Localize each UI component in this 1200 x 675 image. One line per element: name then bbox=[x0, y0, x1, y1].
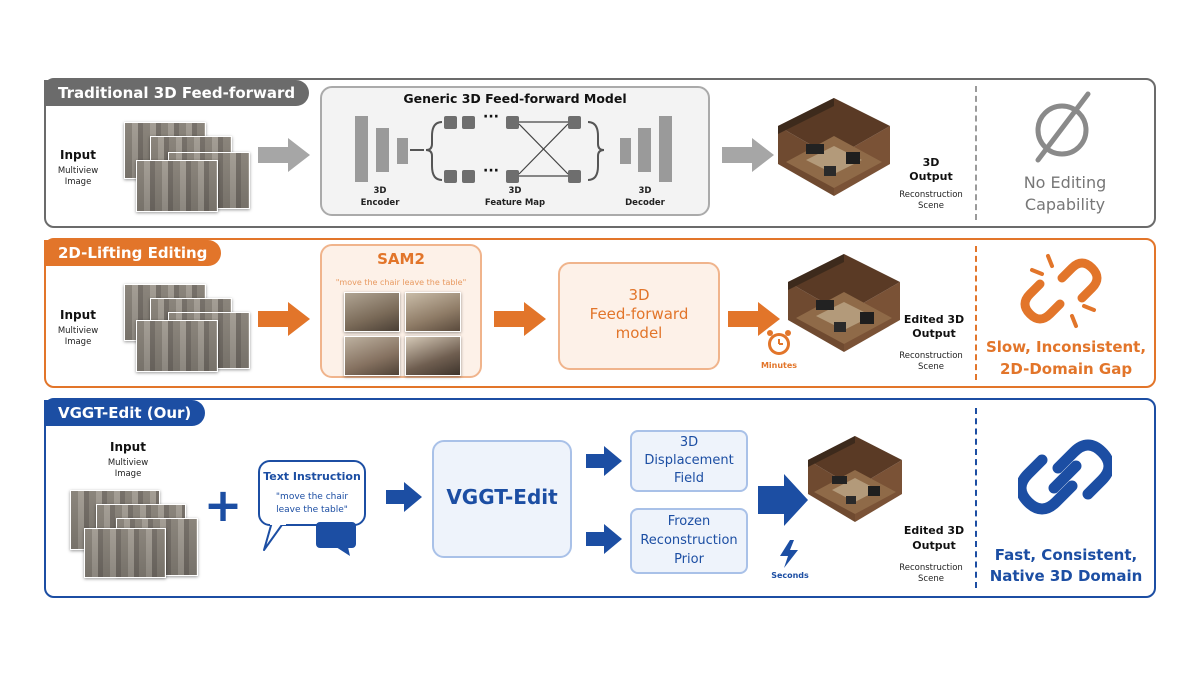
decoder-l2: Decoder bbox=[625, 198, 665, 208]
arrow-3b bbox=[586, 446, 622, 476]
alarm-clock-icon bbox=[767, 330, 791, 355]
displacement-box bbox=[630, 430, 748, 492]
input-title-2: Input bbox=[60, 308, 96, 322]
output-2-l2: Output bbox=[912, 327, 956, 340]
room-output-2 bbox=[788, 254, 900, 352]
feedforward-l3: model bbox=[615, 324, 663, 342]
vggt-edit-label: VGGT-Edit bbox=[446, 485, 558, 509]
input-sub1-2: Multiview bbox=[57, 326, 99, 336]
prior-l2: Reconstruction bbox=[640, 533, 738, 548]
output-2-sub1: Reconstruction bbox=[899, 351, 963, 361]
arrow-3d bbox=[758, 474, 808, 526]
lifting-panel bbox=[44, 238, 1156, 388]
speech-bubble-icon bbox=[316, 522, 356, 556]
ours-panel bbox=[44, 398, 1156, 598]
room-output-3 bbox=[808, 436, 902, 522]
instr-l1: "move the chair bbox=[275, 492, 349, 502]
prior-l1: Frozen bbox=[667, 514, 711, 529]
broken-link-icon bbox=[1020, 254, 1102, 328]
input-sub1-3: Multiview bbox=[107, 458, 149, 468]
feature-l2: Feature Map bbox=[484, 198, 546, 208]
instr-title: Text Instruction bbox=[263, 470, 361, 483]
output-2-l1: Edited 3D bbox=[903, 313, 965, 326]
traditional-panel bbox=[44, 78, 1156, 228]
result-1-l1: No Editing bbox=[1023, 173, 1107, 192]
disp-l1: 3D bbox=[679, 435, 699, 450]
decoder-l1: 3D bbox=[638, 186, 652, 196]
divider-1 bbox=[975, 86, 977, 220]
input-sub1-1: Multiview bbox=[57, 166, 99, 176]
output-3-sub2: Scene bbox=[918, 574, 944, 584]
sam2-title: SAM2 bbox=[377, 250, 425, 268]
arrow-1a bbox=[258, 138, 310, 172]
divider-2 bbox=[975, 246, 977, 380]
time-label-2: Minutes bbox=[760, 361, 798, 370]
result-2-l1: Slow, Inconsistent, bbox=[985, 338, 1147, 356]
feature-l1: 3D bbox=[508, 186, 522, 196]
time-label-3: Seconds bbox=[771, 571, 809, 580]
result-2-l2: 2D-Domain Gap bbox=[999, 360, 1133, 378]
encoder-l2: Encoder bbox=[360, 198, 400, 208]
output-3-sub1: Reconstruction bbox=[899, 563, 963, 573]
room-output-1 bbox=[778, 98, 890, 196]
arrow-3a bbox=[386, 482, 422, 512]
input-sub2-1: Image bbox=[64, 177, 92, 187]
empty-set-icon bbox=[1035, 91, 1091, 163]
output-1-sub2: Scene bbox=[918, 201, 944, 211]
arrow-1b bbox=[722, 138, 774, 172]
generic-model-title: Generic 3D Feed-forward Model bbox=[403, 91, 627, 106]
output-3-l1: Edited 3D bbox=[903, 524, 965, 537]
arrow-3c bbox=[586, 524, 622, 554]
result-3-l1: Fast, Consistent, bbox=[994, 546, 1138, 564]
output-3-l2: Output bbox=[912, 539, 956, 552]
frozen-prior-box bbox=[630, 508, 748, 574]
generic-model-diagram bbox=[355, 116, 672, 183]
dots-2: ··· bbox=[483, 163, 499, 179]
input-sub2-3: Image bbox=[114, 469, 142, 479]
input-sub2-2: Image bbox=[64, 337, 92, 347]
link-icon bbox=[1018, 439, 1112, 515]
text-instruction-bubble bbox=[258, 460, 366, 526]
output-1-l1: 3D bbox=[922, 156, 940, 169]
encoder-l1: 3D bbox=[373, 186, 387, 196]
output-2-sub2: Scene bbox=[918, 362, 944, 372]
speech-bubble-tail bbox=[263, 522, 286, 551]
instr-l2: leave the table" bbox=[276, 505, 348, 515]
input-title-1: Input bbox=[60, 148, 96, 162]
traditional-tag: Traditional 3D Feed-forward bbox=[44, 80, 310, 106]
result-3-l2: Native 3D Domain bbox=[989, 567, 1143, 585]
result-1-l2: Capability bbox=[1024, 195, 1106, 214]
feedforward-l2: Feed-forward bbox=[589, 305, 689, 323]
disp-l2: Displacement bbox=[644, 453, 734, 468]
input-title-3: Input bbox=[110, 440, 146, 454]
feedforward-l1: 3D bbox=[628, 286, 650, 304]
feedforward-box bbox=[558, 262, 720, 370]
output-1-l2: Output bbox=[909, 170, 953, 183]
plus-sign: + bbox=[203, 478, 243, 532]
divider-3 bbox=[975, 408, 977, 588]
arrow-2a bbox=[258, 302, 310, 336]
lifting-tag: 2D-Lifting Editing bbox=[44, 240, 222, 266]
arrow-2b bbox=[494, 302, 546, 336]
disp-l3: Field bbox=[673, 471, 704, 486]
vggt-edit-box bbox=[432, 440, 572, 558]
prior-l3: Prior bbox=[674, 552, 704, 567]
output-1-sub1: Reconstruction bbox=[899, 190, 963, 200]
lightning-icon bbox=[780, 540, 798, 568]
ours-tag: VGGT-Edit (Our) bbox=[44, 400, 206, 426]
dots-1: ··· bbox=[483, 109, 499, 125]
arrow-2c bbox=[728, 302, 780, 336]
sam2-prompt: "move the chair leave the table" bbox=[335, 278, 467, 287]
